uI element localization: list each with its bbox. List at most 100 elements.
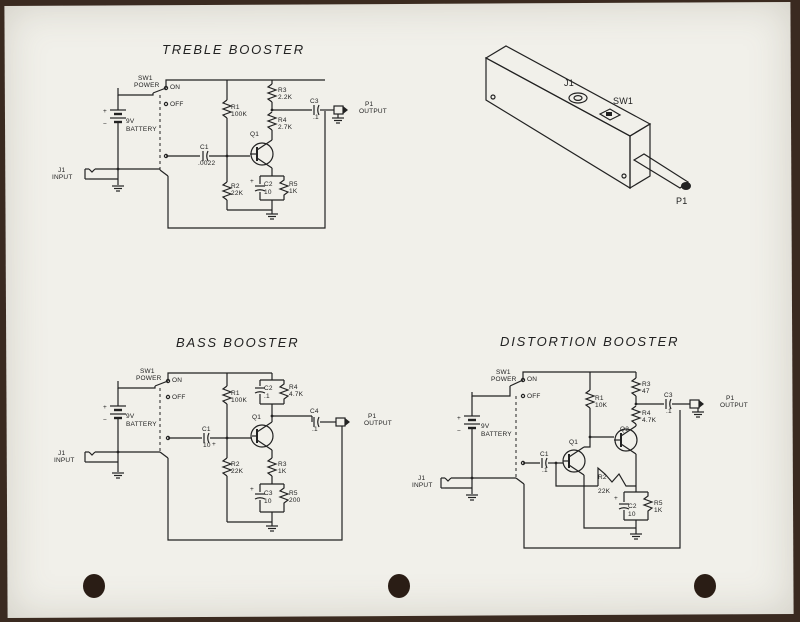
distortion-q2-collector (620, 425, 637, 437)
distortion-junction-q2b (588, 435, 592, 439)
enclosure-sw1-actuator (606, 112, 612, 116)
distortion-q1-collector-wire (584, 408, 591, 448)
bass-r1-value: 100K (231, 397, 247, 404)
distortion-vcc-rail (522, 371, 636, 380)
bass-r3-label: R3 (278, 461, 287, 468)
treble-c2-label: C2 (264, 181, 273, 188)
treble-c3-value: .1 (313, 114, 319, 121)
distortion-j1-label: J1 (418, 475, 425, 482)
distortion-sw-lever (509, 379, 524, 387)
bass-battery-volt: 9V (126, 413, 135, 420)
distortion-input-label: INPUT (412, 482, 433, 489)
treble-j1-label: J1 (58, 167, 65, 174)
binder-hole-right (694, 574, 716, 598)
bass-c1-label: C1 (202, 426, 211, 433)
distortion-q2-label: Q2 (620, 426, 629, 433)
treble-output-plug (333, 105, 349, 115)
distortion-sw-lever-b (515, 477, 525, 485)
bass-battery-minus: − (103, 417, 107, 424)
distortion-r3-value: 47 (642, 388, 650, 395)
treble-r1-value: 100K (231, 111, 247, 118)
enclosure-p1-label: P1 (676, 196, 687, 206)
distortion-c1-value: .1 (542, 467, 548, 474)
enclosure-illustration: J1 SW1 P1 (484, 45, 691, 206)
distortion-sw1-label: SW1 (496, 369, 511, 376)
treble-r2-value: 22K (231, 190, 244, 197)
enclosure-front-face (485, 56, 631, 190)
treble-c2-value: 10 (264, 189, 272, 196)
distortion-r4-label: R4 (642, 410, 651, 417)
treble-vcc-rail (165, 79, 325, 88)
binder-hole-left (83, 574, 105, 598)
distortion-on-label: ON (527, 376, 537, 383)
treble-title: TREBLE BOOSTER (162, 42, 305, 57)
treble-output-return-wire (167, 111, 326, 229)
enclosure-sw1-switch (598, 108, 622, 121)
bass-r5-resistor (278, 484, 290, 512)
bass-r4-resistor (278, 380, 290, 404)
bass-r1-label: R1 (231, 390, 240, 397)
distortion-off-label: OFF (527, 393, 541, 400)
enclosure-screw-2 (621, 173, 627, 179)
distortion-c2-plus: + (614, 495, 618, 502)
bass-r2-label: R2 (231, 461, 240, 468)
treble-q1-collector (256, 139, 273, 151)
bass-input-label: INPUT (54, 457, 75, 464)
treble-r5-resistor (278, 176, 290, 200)
distortion-battery-label: BATTERY (481, 431, 512, 438)
bass-c3-label: C3 (264, 490, 273, 497)
bass-r3-resistor (266, 457, 278, 477)
distortion-r2-value: 22K (598, 488, 611, 495)
treble-r1-label: R1 (231, 104, 240, 111)
bass-c1-plus: + (212, 441, 216, 448)
bass-junction-in (116, 450, 120, 454)
distortion-q1-gnd-wire (583, 486, 636, 529)
treble-battery-label: BATTERY (126, 126, 157, 133)
treble-r1-resistor (221, 99, 233, 119)
treble-battery-minus: − (103, 121, 107, 128)
bass-q1-collector (256, 421, 273, 433)
bass-j1-label: J1 (58, 450, 65, 457)
distortion-r5-label: R5 (654, 500, 663, 507)
bass-r5-value: 200 (289, 497, 301, 504)
treble-r4-resistor (266, 111, 278, 131)
distortion-r2-resistor (597, 466, 636, 487)
distortion-battery-volt: 9V (481, 423, 490, 430)
bass-c4-value: .1 (312, 426, 318, 433)
distortion-r1-label: R1 (595, 395, 604, 402)
treble-battery-volt: 9V (126, 118, 135, 125)
enclosure-screw-1 (490, 94, 496, 100)
distortion-plug-ground (691, 411, 705, 418)
treble-r5-value: 1K (289, 188, 298, 195)
treble-input-jack (84, 168, 96, 180)
bass-q1-label: Q1 (252, 414, 261, 421)
treble-sw1-label: SW1 (138, 75, 153, 82)
treble-battery-plus: + (103, 108, 107, 115)
treble-c1-label: C1 (200, 144, 209, 151)
treble-booster-circuit: TREBLE BOOSTER SW1 POWER ON OFF + − 9V B… (52, 42, 387, 229)
treble-r4-value: 2.7K (278, 124, 293, 131)
distortion-battery-symbol (462, 414, 482, 430)
treble-off-label: OFF (170, 101, 184, 108)
bass-output-plug (335, 417, 351, 427)
bass-ground-symbol (111, 472, 125, 479)
bass-battery-top-wire (117, 381, 156, 389)
bass-r2-resistor (221, 457, 233, 477)
bass-q1-transistor (250, 424, 274, 448)
enclosure-j1-jack-inner (573, 94, 583, 101)
bass-battery-plus: + (103, 404, 107, 411)
distortion-q1-collector (568, 446, 585, 458)
treble-sw-lever (152, 87, 167, 94)
treble-r5-label: R5 (289, 181, 298, 188)
distortion-r3-label: R3 (642, 381, 651, 388)
distortion-c2-value: 10 (628, 511, 636, 518)
distortion-output-plug (689, 399, 705, 409)
treble-c2-plus: + (250, 178, 254, 185)
treble-r3-resistor (266, 83, 278, 103)
treble-plug-ground (331, 117, 345, 124)
enclosure-p1-tip (681, 182, 691, 190)
distortion-title: DISTORTION BOOSTER (500, 334, 679, 349)
bass-battery-label: BATTERY (126, 421, 157, 428)
bass-power-label: POWER (136, 375, 162, 382)
